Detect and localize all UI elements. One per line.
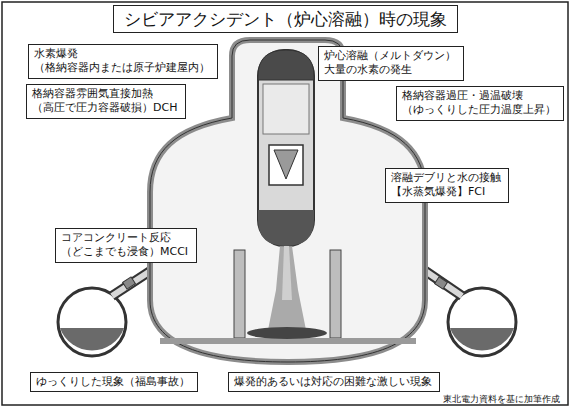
phenomenon-box: 格納容器雰囲気直接加熱 （高圧で圧力容器破損）DCH (26, 84, 186, 119)
phenomenon-box: 水素爆発 （格納容器内または原子炉建屋内） (28, 44, 218, 79)
phenomenon-box: 爆発的あるいは対応の困難な激しい現象 (228, 372, 440, 392)
pedestal-wall (330, 250, 341, 338)
phenomenon-box: 格納容器過圧・過温破壊 （ゆっくりした圧力温度上昇） (396, 86, 564, 121)
pedestal-wall (234, 250, 245, 338)
phenomenon-box: 炉心溶融（メルトダウン） 大量の水素の発生 (318, 46, 464, 81)
phenomenon-box: コアコンクリート反応 （どこまでも浸食）MCCI (55, 228, 197, 263)
phenomenon-box: 溶融デブリと水の接触 【水蒸気爆発】FCI (385, 168, 509, 203)
containment-vessel (150, 40, 425, 362)
reactor-core (269, 145, 303, 185)
box-text: 格納容器雰囲気直接加熱 （高圧で圧力容器破損）DCH (32, 87, 180, 116)
box-text: ゆっくりした現象（福島事故） (36, 375, 192, 389)
title-box: シビアアクシデント（炉心溶融）時の現象 (113, 5, 458, 33)
molten-debris (247, 246, 327, 339)
phenomenon-box: ゆっくりした現象（福島事故） (30, 372, 198, 392)
box-text: 水素爆発 （格納容器内または原子炉建屋内） (34, 47, 212, 76)
reactor-pressure-vessel (258, 50, 314, 246)
box-text: 格納容器過圧・過温破壊 （ゆっくりした圧力温度上昇） (402, 89, 558, 118)
source-note: 東北電力資料を基に加筆作成 (443, 394, 560, 405)
box-text: 爆発的あるいは対応の困難な激しい現象 (234, 375, 434, 389)
title-text: シビアアクシデント（炉心溶融）時の現象 (124, 9, 447, 29)
box-text: 炉心溶融（メルトダウン） 大量の水素の発生 (324, 49, 458, 78)
box-text: コアコンクリート反応 （どこまでも浸食）MCCI (61, 231, 191, 260)
box-text: 溶融デブリと水の接触 【水蒸気爆発】FCI (391, 171, 503, 200)
